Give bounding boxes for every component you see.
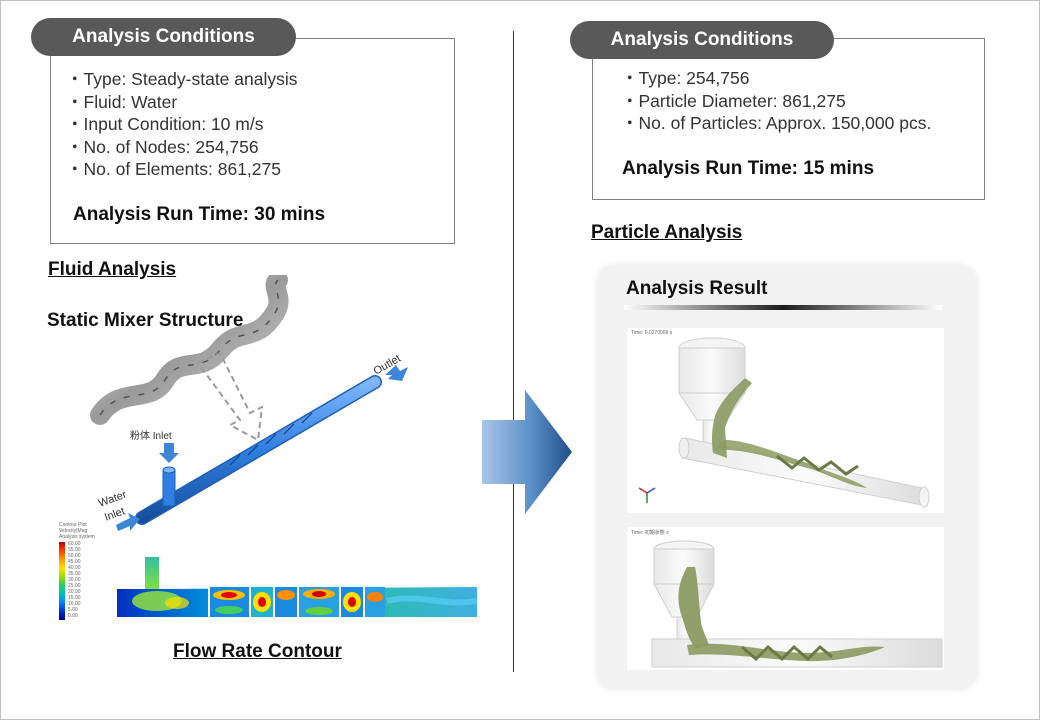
legend-value-0: 60.00 <box>68 541 81 547</box>
water-inlet-arrow-icon <box>116 513 140 531</box>
legend-value-5: 35.00 <box>68 571 81 577</box>
fluid-conditions-title: Analysis Conditions <box>31 18 296 56</box>
particle-condition-count: ・No. of Particles: Approx. 150,000 pcs. <box>621 113 932 133</box>
fluid-analysis-heading: Fluid Analysis <box>48 259 177 280</box>
right-arrow-icon <box>482 390 572 514</box>
center-divider <box>513 31 514 672</box>
fluid-condition-type: ・Type: Steady-state analysis <box>66 69 298 89</box>
legend-title-2: Velocity|Mag <box>59 528 88 534</box>
flow-rate-contour-heading: Flow Rate Contour <box>173 641 342 662</box>
particle-condition-diameter: ・Particle Diameter: 861,275 <box>621 90 846 111</box>
result-screenshot-2: Time: 初期状態 s <box>627 527 944 670</box>
contour-cells <box>209 587 385 617</box>
result-1-render <box>638 337 930 508</box>
flow-rate-contour-plot <box>117 557 477 617</box>
legend-title-3: Analysis system <box>59 534 95 540</box>
particle-conditions-list: ・Type: 254,756 ・Particle Diameter: 861,2… <box>621 67 931 135</box>
axis-triad-icon <box>638 487 656 503</box>
legend-value-12: 0.00 <box>68 613 78 619</box>
result-1-time: Time: 0.0270009 s <box>631 330 673 336</box>
fluid-condition-fluid: ・Fluid: Water <box>66 91 178 112</box>
result-2-render <box>651 540 943 668</box>
particle-run-time: Analysis Run Time: 15 mins <box>622 158 875 179</box>
legend-value-6: 30.00 <box>68 577 81 583</box>
result-screenshot-1: Time: 0.0270009 s <box>627 328 944 513</box>
fluid-condition-nodes: ・No. of Nodes: 254,756 <box>66 136 259 157</box>
particle-condition-type: ・Type: 254,756 <box>621 68 750 88</box>
flow-arrows <box>116 365 408 531</box>
particle-analysis-heading: Particle Analysis <box>591 222 743 243</box>
legend-value-10: 10.00 <box>68 601 81 607</box>
powder-inlet-label: 粉体 Inlet <box>130 429 172 442</box>
fluid-conditions-list: ・Type: Steady-state analysis ・Fluid: Wat… <box>66 68 298 181</box>
fluid-condition-elements: ・No. of Elements: 861,275 <box>66 159 281 179</box>
contour-legend: Contour Plot Velocity|Mag Analysis syste… <box>59 522 111 622</box>
legend-value-9: 15.00 <box>68 595 81 601</box>
legend-color-bar <box>59 542 65 620</box>
mixer-pipe <box>135 375 382 525</box>
static-mixer-diagram <box>90 275 408 531</box>
powder-inlet-arrow-icon <box>159 443 179 463</box>
fluid-run-time: Analysis Run Time: 30 mins <box>73 204 326 225</box>
legend-title-1: Contour Plot <box>59 522 87 528</box>
mixer-element-icon <box>90 275 289 425</box>
water-label: Water <box>97 489 129 510</box>
legend-value-7: 25.00 <box>68 583 81 589</box>
mixer-labels: Outlet 粉体 Inlet Water Inlet <box>97 353 403 524</box>
result-2-time: Time: 初期状態 s <box>631 530 669 536</box>
legend-value-1: 55.00 <box>68 547 81 553</box>
static-mixer-structure-heading: Static Mixer Structure <box>47 310 244 331</box>
legend-value-8: 20.00 <box>68 589 81 595</box>
particle-conditions-title: Analysis Conditions <box>570 21 834 59</box>
outlet-arrow-icon <box>385 365 408 381</box>
legend-value-11: 5.00 <box>68 607 78 613</box>
fluid-condition-input: ・Input Condition: 10 m/s <box>66 114 264 134</box>
dashed-down-arrow-icon <box>196 351 264 442</box>
particle-conditions-box <box>592 38 985 200</box>
analysis-result-heading: Analysis Result <box>626 278 768 299</box>
outlet-label: Outlet <box>372 353 403 378</box>
analysis-result-underline <box>624 305 942 310</box>
fluid-conditions-box <box>50 38 455 244</box>
contour-element-dividers <box>208 587 365 617</box>
particle-stream <box>711 378 752 458</box>
legend-value-4: 40.00 <box>68 565 81 571</box>
legend-value-2: 50.00 <box>68 553 81 559</box>
legend-value-3: 45.00 <box>68 559 81 565</box>
